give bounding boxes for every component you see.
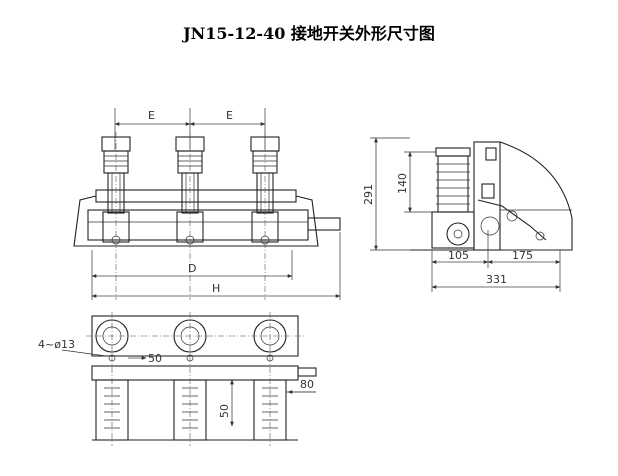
dim-105-label: 105 bbox=[448, 249, 469, 262]
dim-e-right-label: E bbox=[226, 109, 233, 122]
dim-331-label: 331 bbox=[486, 273, 507, 286]
side-view: 291 140 105 175 331 bbox=[362, 137, 573, 292]
dim-140-label: 140 bbox=[396, 173, 409, 194]
dim-d-label: D bbox=[188, 262, 196, 275]
dim-175-label: 175 bbox=[512, 249, 533, 262]
dim-e-left-label: E bbox=[148, 109, 155, 122]
front-view: E E bbox=[73, 108, 341, 300]
drawing-title: JN15-12-40 接地开关外形尺寸图 bbox=[183, 24, 435, 43]
dim-80-label: 80 bbox=[300, 378, 314, 391]
dim-50-top-label: 50 bbox=[148, 352, 162, 365]
dim-291-label: 291 bbox=[362, 184, 375, 205]
hole-note-label: 4~ø13 bbox=[38, 338, 75, 351]
top-view: 4~ø13 50 80 50 bbox=[38, 312, 317, 446]
dim-h-label: H bbox=[212, 282, 220, 295]
dim-50-bottom-label: 50 bbox=[218, 404, 231, 418]
